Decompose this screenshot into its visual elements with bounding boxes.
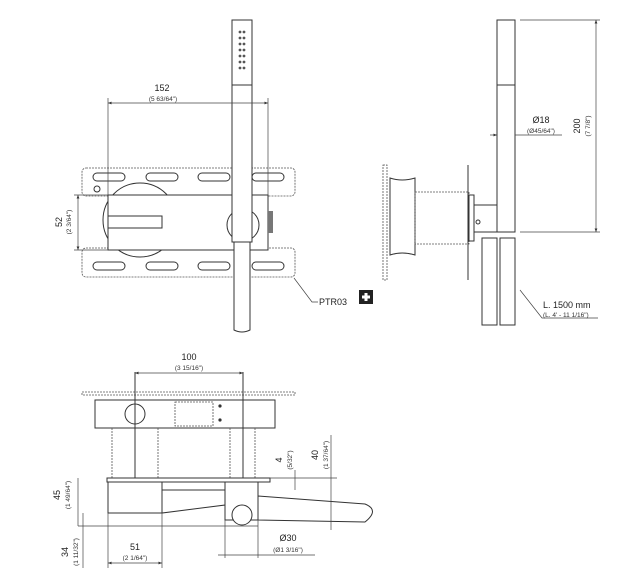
projection-dimension-inches: (1 37/64"): [323, 441, 330, 469]
hose-length-label: L. 1500 mm: [543, 300, 591, 310]
cartridge: [174, 401, 214, 427]
pipe: [414, 191, 470, 245]
body-width-dimension: 51: [130, 542, 140, 552]
side-view: Ø18 (Ø45/64") 200 (7 7/8") L. 1500 mm (L…: [382, 19, 600, 326]
center-dimension-inches: (3 15/16"): [175, 365, 203, 372]
hand-shower-side: [496, 19, 516, 233]
diameter-dimension-inches: (Ø45/64"): [527, 128, 555, 135]
spout-arm: [257, 495, 373, 523]
outlet-fitting: [268, 211, 273, 233]
hose: [233, 241, 251, 333]
length-dimension: 200: [572, 118, 582, 133]
hose-length-inches: (L. 4' - 11 1/16"): [543, 312, 589, 319]
diameter-dimension: Ø18: [532, 115, 549, 125]
center-dimension: 100: [181, 352, 196, 362]
part-code-label: PTR03: [319, 297, 347, 307]
valve-body: [94, 399, 276, 429]
wall-plate: [382, 164, 388, 281]
plate-dimension: 4: [274, 457, 284, 462]
hose-segment: [499, 237, 516, 326]
body-width-dimension-inches: (2 1/64"): [123, 555, 148, 562]
mixer-lever-body: [107, 481, 163, 514]
plate-dimension-inches: (5/32"): [287, 450, 294, 469]
flange: [468, 194, 475, 242]
height-dimension-inches: (2 3/64"): [66, 210, 73, 235]
plus-icon: [359, 290, 373, 304]
knob-diameter-dimension-inches: (Ø1 3/16"): [273, 547, 303, 554]
projection-dimension: 40: [310, 450, 320, 460]
cover-plate: [106, 477, 271, 483]
knob-diameter-dimension: Ø30: [279, 533, 296, 543]
mounting-plate-top: [81, 167, 296, 197]
wall-line: [81, 391, 296, 396]
recessed-box: [389, 177, 416, 256]
length-dimension-inches: (7 7/8"): [585, 115, 592, 136]
width-dimension-inches: (5 63/64"): [149, 96, 177, 103]
front-view: 152 (5 63/64") 52 (2 3/64") PTR03: [54, 19, 373, 333]
depth-dimension-inches: (1 11/32"): [73, 538, 80, 566]
holder-knob: [231, 504, 253, 526]
top-view: 100 (3 15/16") 4 (5/32") 40 (1 37/64") 4…: [52, 352, 373, 568]
body-dimension-inches: (1 49/64"): [65, 481, 72, 509]
height-dimension: 52: [54, 217, 64, 227]
lever-handle: [107, 215, 163, 229]
hose-segment: [481, 237, 498, 326]
width-dimension: 152: [154, 83, 169, 93]
hand-shower: [231, 19, 253, 243]
depth-dimension: 34: [60, 547, 70, 557]
body-dimension: 45: [52, 490, 62, 500]
